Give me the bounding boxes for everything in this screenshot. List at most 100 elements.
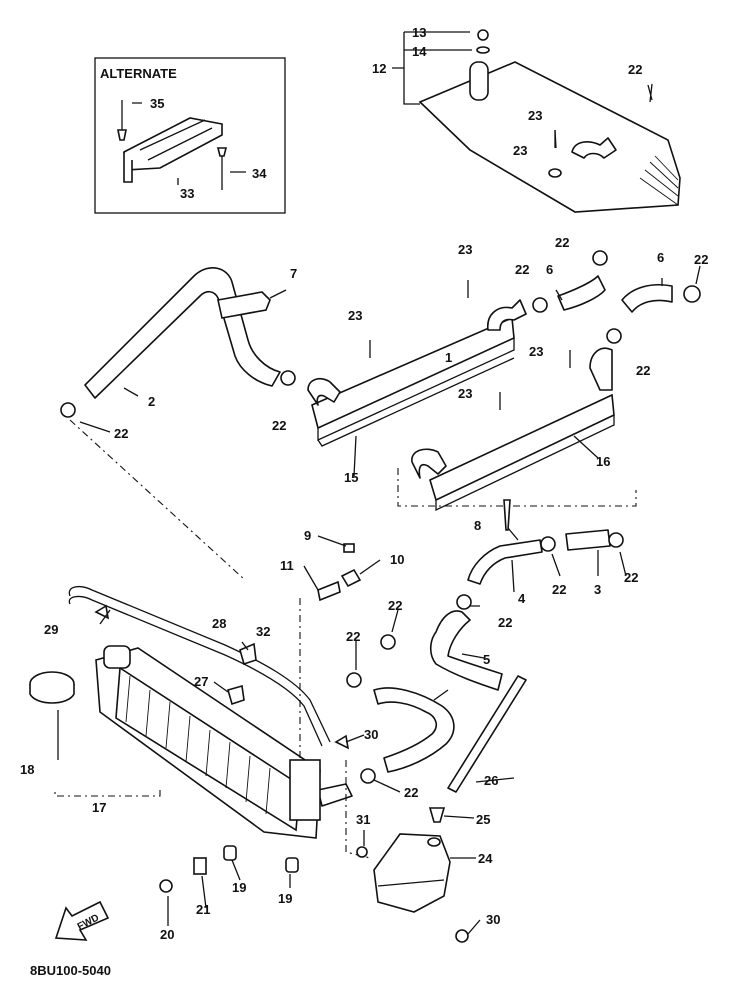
callout-35: 34 — [252, 166, 267, 181]
callout-22-b: 22 — [272, 418, 286, 433]
bolt-23-markers — [369, 83, 653, 410]
oil-cooler-15 — [307, 299, 527, 447]
callout-7: 7 — [290, 266, 297, 281]
callout-34: 33 — [180, 186, 194, 201]
callout-24: 23 — [513, 143, 527, 158]
callout-4: 4 — [518, 591, 526, 606]
callout-26: 25 — [476, 812, 490, 827]
forward-arrow-icon: FWD — [54, 900, 110, 941]
oil-cooler-16 — [411, 347, 615, 512]
grommet-24 — [548, 168, 562, 178]
hose-clamp-7 — [217, 291, 271, 319]
callout-5: 5 — [483, 652, 490, 667]
hose-1 — [373, 687, 455, 773]
washer-14 — [476, 46, 490, 54]
radiator-17 — [95, 645, 353, 839]
clip-30-upper — [94, 604, 110, 620]
bolt-20 — [159, 879, 173, 893]
screw-13 — [477, 29, 489, 41]
callout-22-a: 22 — [114, 426, 128, 441]
grommet-32 — [356, 846, 368, 858]
hose-2 — [84, 267, 281, 399]
callout-6-left: 6 — [546, 262, 553, 277]
callout-23-b: 23 — [528, 108, 542, 123]
radiator-cap-18 — [29, 671, 75, 704]
callout-2: 2 — [148, 394, 155, 409]
callout-30-upper: 29 — [44, 622, 58, 637]
callout-18: 18 — [20, 762, 34, 777]
clip-33 — [239, 642, 257, 666]
shroud-cover — [418, 29, 681, 213]
leader-lines — [57, 31, 701, 935]
callout-29: 28 — [212, 616, 226, 631]
callout-33: 32 — [256, 624, 270, 639]
callout-22-j: 22 — [388, 598, 402, 613]
callout-31: 30 — [486, 912, 500, 927]
bolt-31 — [455, 929, 469, 943]
bolt-36 — [117, 100, 127, 141]
callout-14: 14 — [412, 44, 427, 59]
alternate-bracket — [123, 117, 223, 183]
callout-13: 13 — [412, 25, 426, 40]
bracket-10 — [340, 568, 362, 588]
grommet-19-left — [223, 845, 237, 861]
bolt-8 — [503, 499, 511, 531]
callout-19-right: 19 — [278, 891, 292, 906]
callout-22-e: 22 — [694, 252, 708, 267]
callout-22-f: 22 — [636, 363, 650, 378]
callout-23-a: 22 — [628, 62, 642, 77]
callout-labels: 1 2 3 4 5 6 6 7 8 9 10 11 12 13 14 15 16… — [20, 25, 708, 942]
callout-32: 31 — [356, 812, 370, 827]
callout-22-i: 22 — [498, 615, 512, 630]
callout-22-h: 22 — [624, 570, 638, 585]
alternate-inset: ALTERNATE — [94, 57, 286, 214]
filler-neck — [469, 61, 489, 101]
bolt-35 — [216, 147, 228, 190]
sensor-11 — [317, 580, 341, 602]
callout-22-g: 22 — [552, 582, 566, 597]
callout-21: 21 — [196, 902, 210, 917]
inset-border — [94, 57, 286, 214]
callout-30-lower: 30 — [364, 727, 378, 742]
small-elbow-hose — [571, 137, 617, 159]
callout-22-l: 22 — [404, 785, 418, 800]
callout-19-left: 19 — [232, 880, 246, 895]
grommet-19-right — [285, 857, 299, 873]
hose-5 — [429, 610, 503, 691]
callout-22-k: 22 — [346, 629, 360, 644]
callout-25: 24 — [478, 851, 493, 866]
callout-1: 1 — [445, 350, 452, 365]
collar-21 — [193, 857, 207, 875]
fasteners — [94, 499, 511, 943]
callout-8: 8 — [474, 518, 481, 533]
reservoir-tank-25 — [373, 833, 451, 913]
callout-20: 20 — [160, 927, 174, 942]
inset-title: ALTERNATE — [100, 66, 177, 81]
callout-28: 27 — [194, 674, 208, 689]
clip-22-markers — [60, 250, 701, 784]
filler-neck-radiator — [103, 645, 131, 669]
callout-23-d: 23 — [348, 308, 362, 323]
callout-22-c: 22 — [555, 235, 569, 250]
overflow-hose-27 — [447, 675, 527, 793]
callout-23-c: 23 — [458, 242, 472, 257]
callout-9: 9 — [304, 528, 311, 543]
hose-3 — [565, 529, 611, 551]
callout-15: 15 — [344, 470, 358, 485]
callout-3: 3 — [594, 582, 601, 597]
callout-10: 10 — [390, 552, 404, 567]
hose-6-right — [621, 284, 673, 313]
diagram-code: 8BU100-5040 — [30, 963, 111, 978]
screw-9 — [343, 543, 355, 553]
callout-23-e: 23 — [529, 344, 543, 359]
callout-12: 12 — [372, 61, 386, 76]
callout-22-d: 22 — [515, 262, 529, 277]
callout-27: 26 — [484, 773, 498, 788]
callout-36: 35 — [150, 96, 164, 111]
breather-pipe-29 — [68, 585, 331, 743]
clip-28 — [227, 684, 245, 706]
cap-26 — [428, 807, 446, 823]
hose-6-left — [557, 275, 606, 311]
callout-17: 17 — [92, 800, 106, 815]
